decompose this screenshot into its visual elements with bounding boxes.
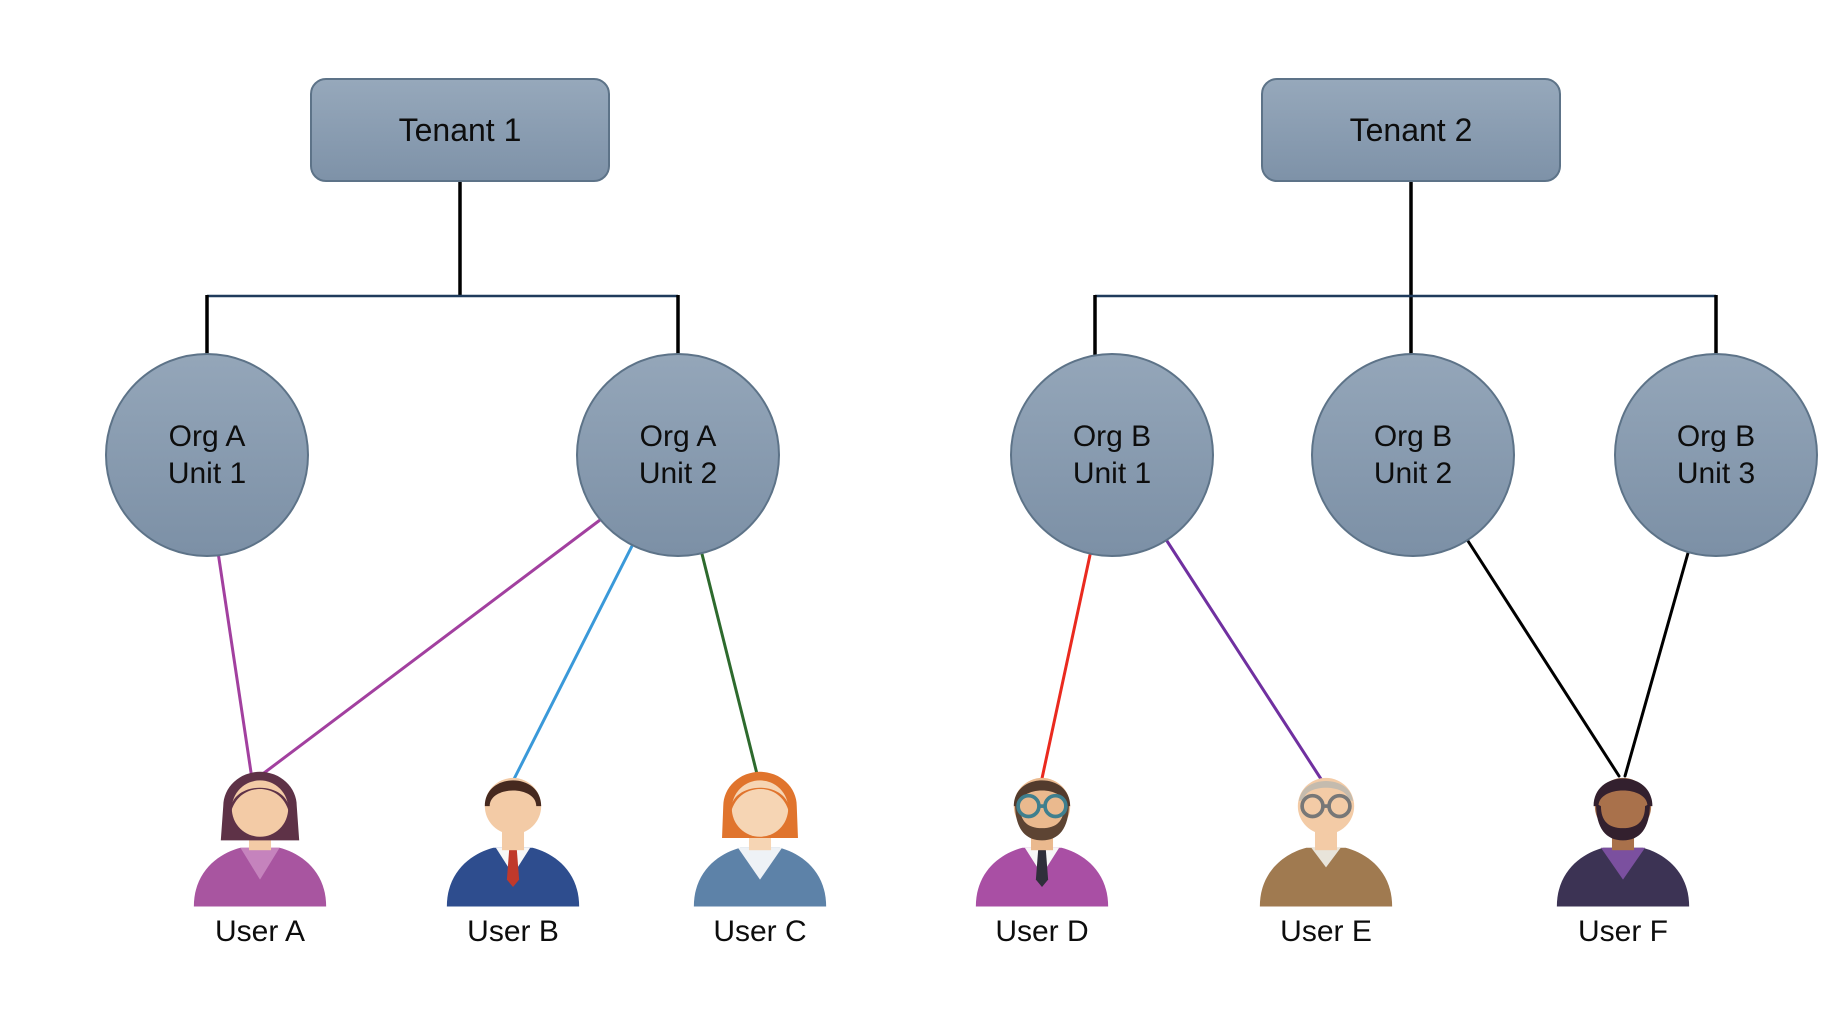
user-c-label: User C bbox=[713, 915, 807, 948]
org-a-unit-1-line2: Unit 1 bbox=[167, 457, 247, 490]
tenant-2-node: Tenant 2 bbox=[1261, 78, 1561, 182]
user-d-label: User D bbox=[995, 915, 1089, 948]
user-a-avatar-icon bbox=[193, 771, 327, 907]
user-a-label: User A bbox=[214, 915, 306, 948]
tenant-1-label: Tenant 1 bbox=[398, 111, 522, 148]
org-b-unit-1-line1: Org B bbox=[1072, 419, 1152, 453]
user-b: User B bbox=[393, 762, 633, 949]
connection-orga-unit2-userb bbox=[510, 544, 634, 785]
org-b-unit-3-line2: Unit 3 bbox=[1676, 457, 1756, 490]
user-a: User A bbox=[140, 762, 380, 949]
collar bbox=[737, 847, 783, 880]
tie bbox=[1035, 847, 1049, 887]
connection-orgb-unit1-userd bbox=[1039, 553, 1092, 785]
connection-orga-unit1-usera bbox=[216, 550, 254, 781]
org-b-unit-2-node: Org B Unit 2 bbox=[1311, 353, 1515, 557]
connection-orgb-unit3-userf bbox=[1623, 551, 1690, 778]
collar bbox=[1311, 847, 1341, 868]
user-d: User D bbox=[922, 762, 1162, 949]
user-b-avatar-icon bbox=[446, 777, 580, 907]
beard bbox=[1596, 803, 1650, 841]
hair bbox=[484, 780, 542, 807]
org-b-unit-3-node: Org B Unit 3 bbox=[1614, 353, 1818, 557]
org-b-unit-2-line2: Unit 2 bbox=[1373, 457, 1453, 490]
user-c: User C bbox=[640, 762, 880, 949]
user-f: User F bbox=[1503, 762, 1743, 949]
torso bbox=[1259, 847, 1393, 907]
tenant-2-label: Tenant 2 bbox=[1349, 111, 1473, 148]
user-f-label: User F bbox=[1578, 915, 1668, 948]
org-b-unit-1-node: Org B Unit 1 bbox=[1010, 353, 1214, 557]
head bbox=[231, 780, 289, 837]
glasses-icon bbox=[1300, 793, 1352, 819]
user-d-avatar-icon bbox=[975, 777, 1109, 907]
head bbox=[731, 780, 789, 837]
hair bbox=[1593, 778, 1653, 807]
connection-orgb-unit2-userf bbox=[1466, 539, 1621, 778]
beard bbox=[1015, 803, 1069, 841]
user-e-avatar-icon bbox=[1259, 777, 1393, 907]
tie bbox=[506, 847, 520, 887]
user-c-avatar-icon bbox=[693, 771, 827, 907]
org-a-unit-2-line1: Org A bbox=[639, 419, 717, 453]
org-b-unit-1-line2: Unit 1 bbox=[1072, 457, 1152, 490]
user-f-avatar-icon bbox=[1556, 777, 1690, 907]
org-b-unit-3-line1: Org B bbox=[1676, 419, 1756, 453]
inner-shirt bbox=[1600, 847, 1646, 880]
hair bbox=[1299, 780, 1353, 802]
org-a-unit-2-line2: Unit 2 bbox=[638, 457, 718, 490]
connection-orga-unit2-userc bbox=[700, 552, 760, 780]
org-a-unit-2-node: Org A Unit 2 bbox=[576, 353, 780, 557]
blouse bbox=[240, 847, 280, 880]
tenant-1-node: Tenant 1 bbox=[310, 78, 610, 182]
glasses-icon bbox=[1016, 793, 1068, 819]
connection-orgb-unit1-usere bbox=[1165, 539, 1323, 781]
user-e-label: User E bbox=[1280, 915, 1372, 948]
org-a-unit-1-line1: Org A bbox=[168, 419, 246, 453]
user-b-label: User B bbox=[467, 915, 559, 948]
org-a-unit-1-node: Org A Unit 1 bbox=[105, 353, 309, 557]
org-b-unit-2-line1: Org B bbox=[1373, 419, 1453, 453]
hair bbox=[1013, 780, 1071, 807]
user-e: User E bbox=[1206, 762, 1446, 949]
connection-orga-unit2-usera bbox=[254, 518, 602, 781]
